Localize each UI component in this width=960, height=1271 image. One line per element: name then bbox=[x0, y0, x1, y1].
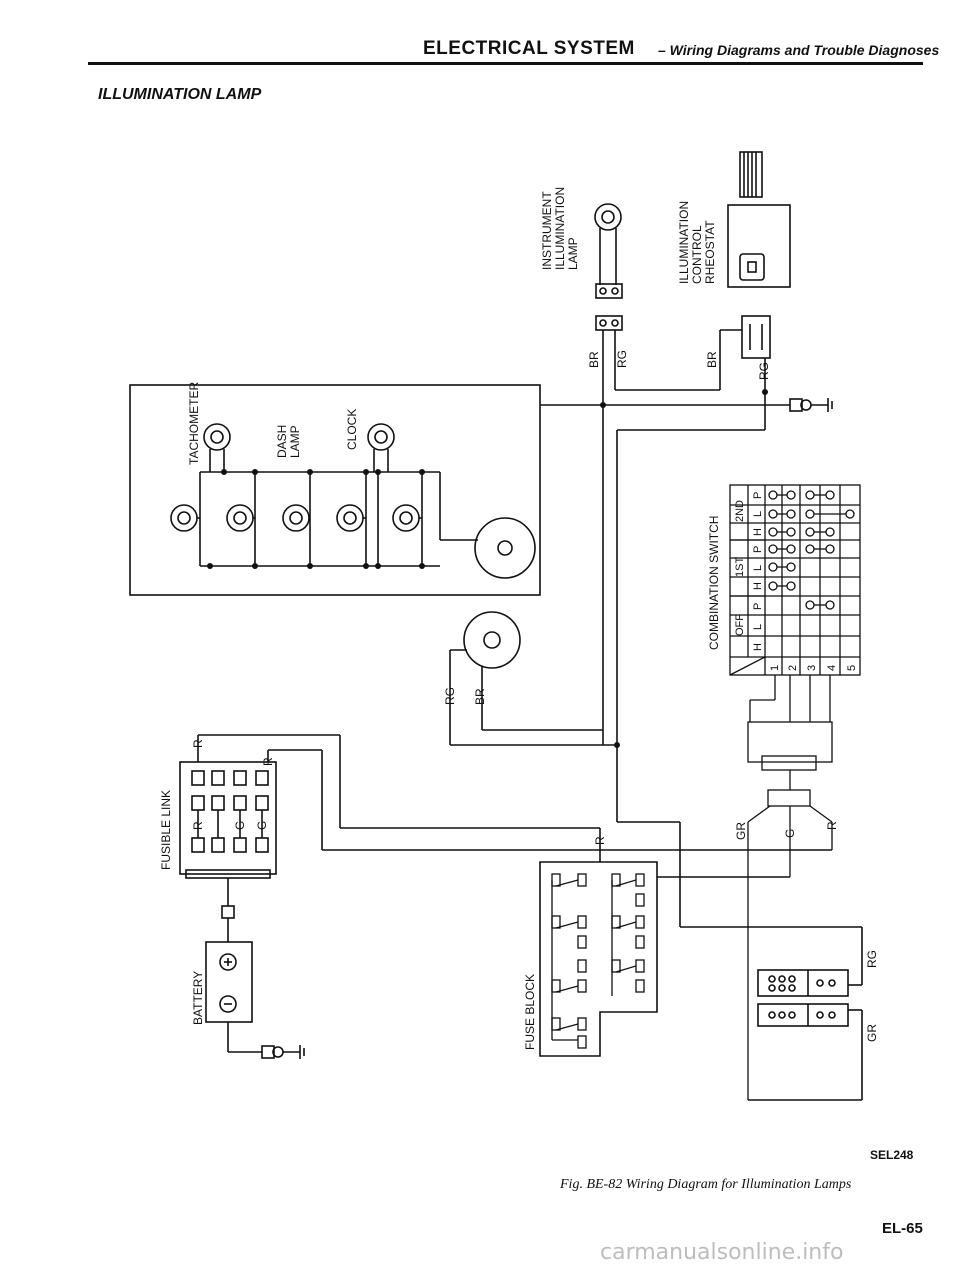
figure-caption: Fig. BE-82 Wiring Diagram for Illuminati… bbox=[560, 1177, 852, 1192]
switch-row: L bbox=[752, 624, 764, 630]
conn-wire-labels: GR G R bbox=[734, 821, 839, 840]
label-line: INSTRUMENT bbox=[540, 191, 554, 270]
label-line: DASH bbox=[275, 425, 289, 458]
wire-label-r: R bbox=[261, 757, 275, 766]
instrument-lamp bbox=[594, 203, 623, 331]
switch-row: L bbox=[752, 565, 764, 571]
top-wire-labels: BR RG BR RG bbox=[587, 350, 771, 380]
wire-label-r: R bbox=[191, 739, 205, 748]
label-line: ILLUMINATION bbox=[677, 201, 691, 284]
switch-col: 3 bbox=[806, 665, 818, 671]
combination-switch bbox=[729, 484, 861, 1100]
page-header-subtitle: – Wiring Diagrams and Trouble Diagnoses bbox=[658, 42, 940, 58]
switch-table-labels: 2ND 1ST OFF P L H P L H P L H 1 2 3 4 5 bbox=[734, 492, 858, 671]
switch-group-1st: 1ST bbox=[734, 557, 746, 577]
meter-cluster bbox=[129, 384, 541, 596]
cluster-labels: TACHOMETER DASH LAMP CLOCK bbox=[187, 382, 359, 465]
switch-row: H bbox=[752, 643, 764, 651]
wire-label-g: G bbox=[783, 829, 797, 838]
lower-connectors bbox=[748, 969, 863, 1101]
wire-label-rg: RG bbox=[865, 950, 879, 968]
label-line: ILLUMINATION bbox=[553, 187, 567, 270]
label-battery: BATTERY bbox=[191, 971, 205, 1025]
label-combination-switch: COMBINATION SWITCH bbox=[707, 516, 721, 650]
wire-label-r: R bbox=[191, 821, 205, 830]
instrument-lamp-label: INSTRUMENT ILLUMINATION LAMP bbox=[540, 187, 580, 270]
label-tachometer: TACHOMETER bbox=[187, 382, 201, 465]
rheostat bbox=[727, 151, 791, 359]
switch-col: 5 bbox=[846, 665, 858, 671]
switch-group-off: OFF bbox=[734, 614, 746, 636]
switch-row: P bbox=[752, 603, 764, 610]
wire-label-br: BR bbox=[473, 688, 487, 705]
header-rule bbox=[88, 62, 923, 65]
wire-label-g: G bbox=[233, 821, 247, 830]
cluster-junctions bbox=[207, 469, 425, 569]
switch-row: P bbox=[752, 492, 764, 499]
fusible-link bbox=[179, 734, 832, 919]
label-line: CONTROL bbox=[690, 225, 704, 284]
wire-label-r: R bbox=[593, 836, 607, 845]
figure-code: SEL248 bbox=[870, 1148, 914, 1162]
junction-dot bbox=[614, 742, 620, 748]
watermark: carmanualsonline.info bbox=[600, 1240, 844, 1265]
wire-label-g: G bbox=[255, 821, 269, 830]
label-line: LAMP bbox=[566, 237, 580, 270]
switch-row: P bbox=[752, 546, 764, 553]
switch-col: 2 bbox=[787, 665, 799, 671]
switch-row: L bbox=[752, 511, 764, 517]
section-title: ILLUMINATION LAMP bbox=[98, 86, 262, 103]
label-fuse-block: FUSE BLOCK bbox=[523, 974, 537, 1050]
fuse-block bbox=[539, 821, 863, 1057]
round-connector bbox=[449, 611, 617, 746]
top-wires bbox=[540, 329, 790, 822]
battery bbox=[205, 918, 305, 1059]
label-clock: CLOCK bbox=[345, 409, 359, 450]
switch-row: H bbox=[752, 528, 764, 536]
wire-label-r: R bbox=[825, 821, 839, 830]
wire-label-gr: GR bbox=[865, 1024, 879, 1042]
lower-wire-labels: RG GR bbox=[865, 950, 879, 1042]
mid-wire-labels: RG BR bbox=[443, 687, 487, 705]
label-line: LAMP bbox=[288, 425, 302, 458]
label-fusible-link: FUSIBLE LINK bbox=[159, 790, 173, 870]
switch-col: 4 bbox=[826, 665, 838, 671]
wire-label-br: BR bbox=[705, 351, 719, 368]
junction-dot bbox=[600, 402, 606, 408]
label-line: RHEOSTAT bbox=[703, 220, 717, 284]
switch-row: H bbox=[752, 582, 764, 590]
ground-right bbox=[789, 398, 833, 412]
switch-col: 1 bbox=[769, 665, 781, 671]
wire-label-rg: RG bbox=[443, 687, 457, 705]
rheostat-label: ILLUMINATION CONTROL RHEOSTAT bbox=[677, 201, 717, 284]
wire-label-gr: GR bbox=[734, 822, 748, 840]
page-number: EL-65 bbox=[882, 1220, 923, 1237]
fusible-link-labels: FUSIBLE LINK R R R G G bbox=[159, 739, 275, 870]
wire-label-br: BR bbox=[587, 351, 601, 368]
page-header-title: ELECTRICAL SYSTEM bbox=[423, 38, 635, 59]
wire-label-rg: RG bbox=[757, 362, 771, 380]
junction-dot bbox=[762, 389, 768, 395]
wire-label-rg: RG bbox=[615, 350, 629, 368]
switch-group-2nd: 2ND bbox=[734, 500, 746, 522]
